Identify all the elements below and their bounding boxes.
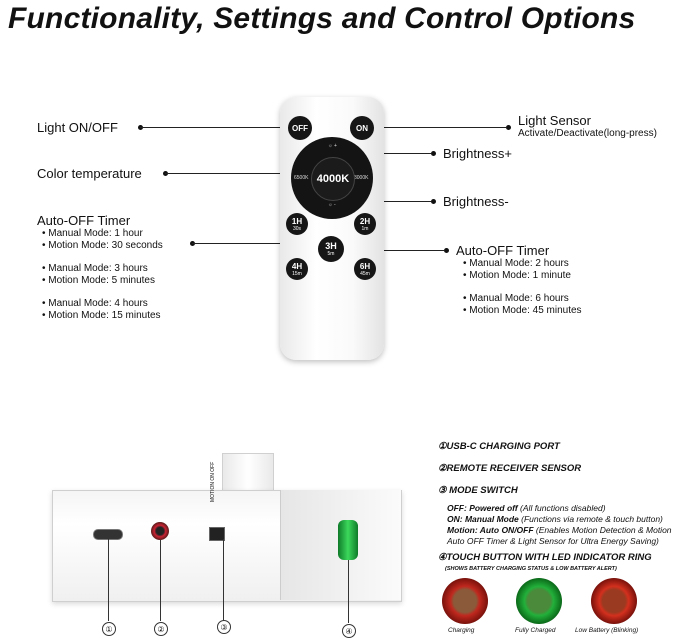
caption-fully-charged: Fully Charged — [515, 627, 556, 634]
label-brightness-plus: Brightness+ — [443, 146, 513, 161]
brightness-up-icon[interactable]: ☼ + — [328, 143, 337, 149]
marker-line — [348, 560, 349, 623]
feature-receiver: ②REMOTE RECEIVER SENSOR — [438, 463, 582, 474]
pointer-line — [374, 127, 506, 128]
led-fully-charged-ring — [516, 578, 562, 624]
list-item: • Manual Mode: 4 hours — [42, 298, 148, 309]
marker-3: ③ — [217, 620, 231, 634]
label-color-temperature: Color temperature — [37, 166, 142, 181]
receiver-sensor-icon — [151, 522, 169, 540]
caption-charging: Charging — [448, 627, 475, 634]
marker-2: ② — [154, 622, 168, 636]
touch-button-icon[interactable] — [338, 520, 358, 560]
led-charging-ring — [442, 578, 488, 624]
pointer-line — [192, 243, 316, 244]
list-item: • Motion Mode: 1 minute — [463, 270, 571, 281]
feature-usb: ①USB-C CHARGING PORT — [438, 441, 560, 452]
pointer-line — [140, 127, 287, 128]
color-temp-button[interactable]: 4000K — [311, 157, 355, 201]
off-button[interactable]: OFF — [288, 116, 312, 140]
list-item: • Manual Mode: 6 hours — [463, 293, 569, 304]
label-light-onoff: Light ON/OFF — [37, 120, 118, 135]
list-item: • Motion Mode: 5 minutes — [42, 275, 155, 286]
list-item: • Manual Mode: 1 hour — [42, 228, 143, 239]
list-item: • Motion Mode: 30 seconds — [42, 240, 163, 251]
list-item: • Motion Mode: 45 minutes — [463, 305, 582, 316]
marker-line — [108, 537, 109, 621]
feature-touch-button: ④TOUCH BUTTON WITH LED INDICATOR RING — [438, 552, 652, 563]
label-light-sensor: Light Sensor — [518, 113, 591, 128]
mode-on-desc: ON: Manual Mode (Functions via remote & … — [447, 514, 663, 524]
lamp-post — [222, 453, 274, 492]
pointer-line — [355, 153, 431, 154]
pointer-dot — [431, 199, 436, 204]
mode-motion-desc: Motion: Auto ON/OFF (Enables Motion Dete… — [447, 525, 672, 535]
led-low-battery-ring — [591, 578, 637, 624]
marker-4: ④ — [342, 624, 356, 638]
dial-right-label[interactable]: 3000K — [354, 175, 369, 181]
label-auto-off-right: Auto-OFF Timer — [456, 243, 550, 258]
feature-mode-switch: ③ MODE SWITCH — [438, 485, 518, 496]
dial-left-label[interactable]: 6500K — [294, 175, 309, 181]
marker-line — [223, 539, 224, 621]
pointer-line — [355, 201, 431, 202]
label-light-sensor-sub: Activate/Deactivate(long-press) — [518, 128, 657, 139]
on-button[interactable]: ON — [350, 116, 374, 140]
label-brightness-minus: Brightness- — [443, 194, 509, 209]
pointer-dot — [506, 125, 511, 130]
pointer-dot — [431, 151, 436, 156]
pointer-line — [352, 250, 444, 251]
mode-motion-desc-2: Auto OFF Timer & Light Sensor for Ultra … — [447, 536, 659, 546]
page-title: Functionality, Settings and Control Opti… — [8, 2, 636, 35]
brightness-down-icon[interactable]: ☼ - — [328, 202, 336, 208]
pointer-dot — [444, 248, 449, 253]
feature-touch-sub: (SHOWS BATTERY CHARGING STATUS & LOW BAT… — [445, 566, 617, 572]
list-item: • Manual Mode: 2 hours — [463, 258, 569, 269]
list-item: • Motion Mode: 15 minutes — [42, 310, 161, 321]
pointer-line — [165, 173, 292, 174]
caption-low-battery: Low Battery (Blinking) — [575, 627, 639, 634]
mode-off-desc: OFF: Powered off (All functions disabled… — [447, 503, 606, 513]
switch-labels: MOTION ON OFF — [210, 461, 216, 502]
label-auto-off-left: Auto-OFF Timer — [37, 213, 131, 228]
mode-switch[interactable] — [209, 527, 225, 541]
marker-line — [160, 540, 161, 621]
list-item: • Manual Mode: 3 hours — [42, 263, 148, 274]
marker-1: ① — [102, 622, 116, 636]
